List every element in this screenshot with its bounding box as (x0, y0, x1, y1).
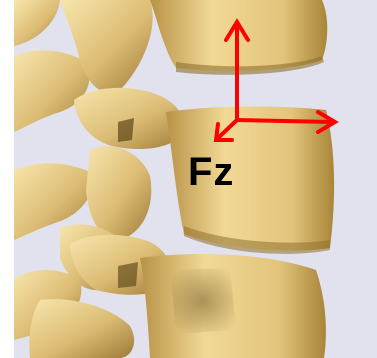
horizontal-arrow-shaft (237, 120, 333, 122)
lower-vertebral-body (140, 254, 326, 358)
force-label-fz: Fz (188, 152, 234, 192)
